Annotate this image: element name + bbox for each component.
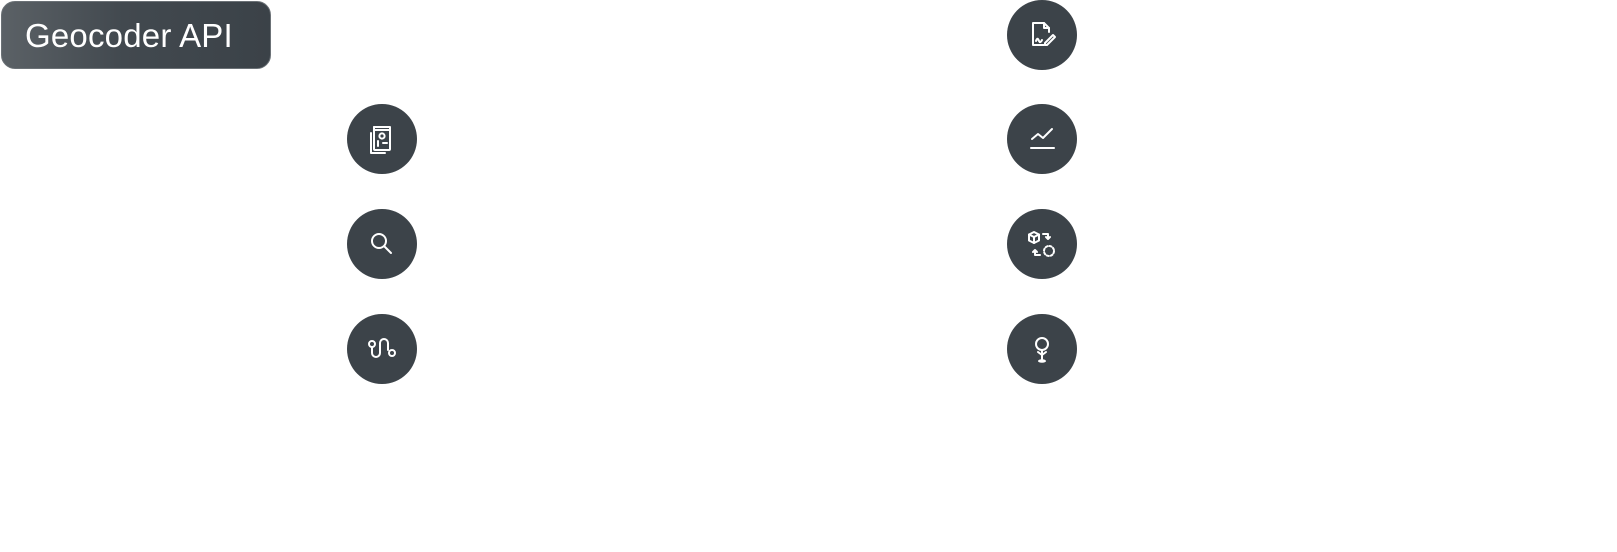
badge-id-icon [370, 126, 391, 154]
search-button[interactable] [347, 209, 417, 279]
geocoder-api-tag-button[interactable]: Geocoder API [1, 1, 271, 69]
data-transform-button[interactable] [1007, 209, 1077, 279]
trend-chart-button[interactable] [1007, 104, 1077, 174]
route-button[interactable] [347, 314, 417, 384]
document-sign-button[interactable] [1007, 0, 1077, 70]
document-sign-icon [1032, 22, 1056, 46]
location-pin-icon [1035, 337, 1049, 363]
route-icon [368, 338, 396, 358]
search-icon [371, 233, 392, 254]
location-pin-button[interactable] [1007, 314, 1077, 384]
data-transform-icon [1028, 231, 1055, 257]
badge-id-button[interactable] [347, 104, 417, 174]
trend-chart-icon [1030, 128, 1055, 149]
